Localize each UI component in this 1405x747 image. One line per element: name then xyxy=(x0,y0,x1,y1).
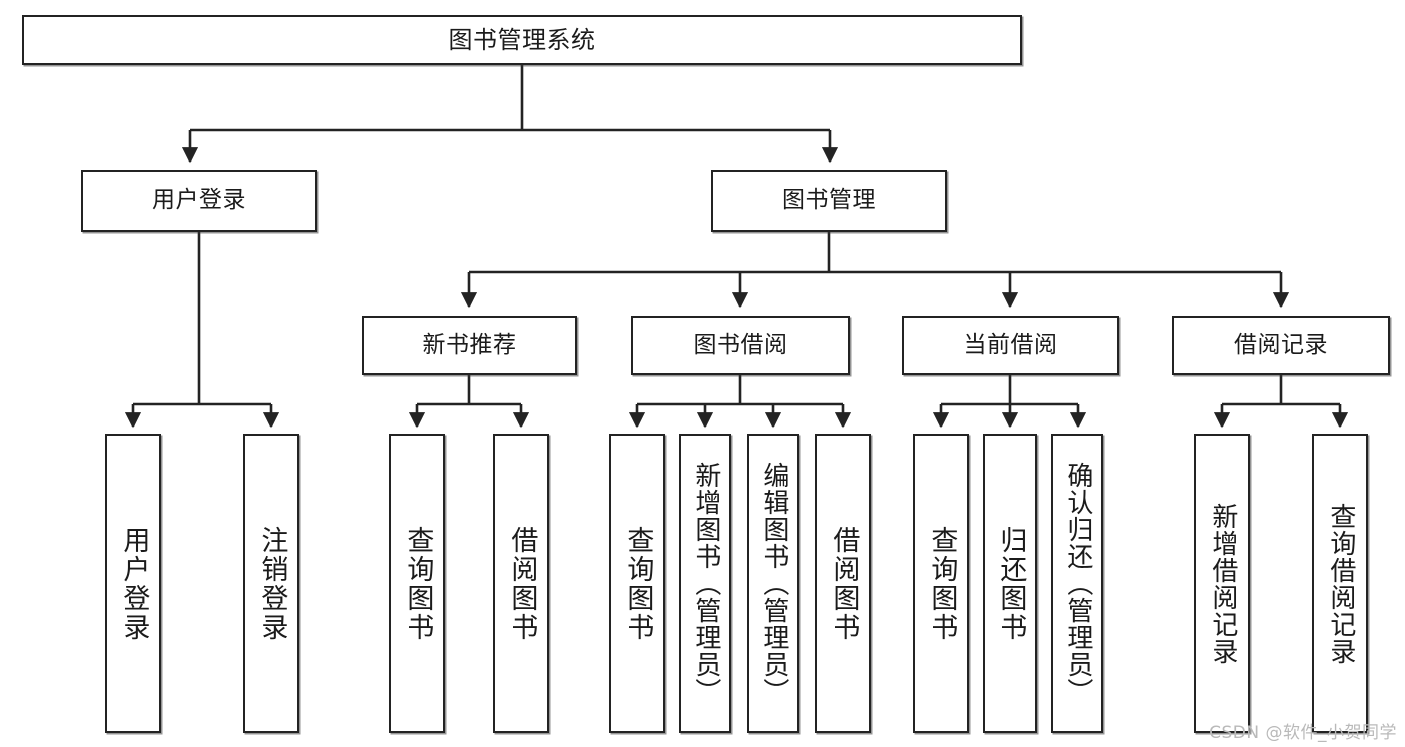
node-user-login[interactable]: 用户登录 xyxy=(81,170,317,232)
leaf-new-book-borrow[interactable]: 借阅图书 xyxy=(493,434,549,733)
node-label: 确认归还（管理员） xyxy=(1062,462,1093,705)
node-label: 归还图书 xyxy=(995,525,1027,642)
node-label: 注销登录 xyxy=(256,525,288,642)
node-label: 借阅图书 xyxy=(506,525,538,642)
node-label: 编辑图书（管理员） xyxy=(758,462,789,705)
node-label: 当前借阅 xyxy=(963,331,1058,358)
leaf-book-borrow-edit-admin[interactable]: 编辑图书（管理员） xyxy=(747,434,799,733)
node-label: 用户登录 xyxy=(152,187,246,214)
node-label: 图书管理 xyxy=(782,187,876,214)
csdn-watermark: CSDN @软件_小贺同学 xyxy=(1209,723,1397,743)
leaf-borrow-record-add[interactable]: 新增借阅记录 xyxy=(1194,434,1250,733)
leaf-current-borrow-query[interactable]: 查询图书 xyxy=(913,434,969,733)
leaf-new-book-query[interactable]: 查询图书 xyxy=(389,434,445,733)
node-label: 图书管理系统 xyxy=(448,25,596,54)
node-label: 查询图书 xyxy=(926,525,958,642)
node-new-book-recommend[interactable]: 新书推荐 xyxy=(362,316,577,375)
node-label: 新增借阅记录 xyxy=(1207,502,1238,665)
node-label: 新书推荐 xyxy=(422,331,517,358)
node-borrow-record[interactable]: 借阅记录 xyxy=(1172,316,1390,375)
node-label: 新增图书（管理员） xyxy=(690,462,721,705)
leaf-current-borrow-return[interactable]: 归还图书 xyxy=(983,434,1037,733)
node-label: 查询图书 xyxy=(402,525,434,642)
node-label: 图书借阅 xyxy=(693,331,788,358)
leaf-book-borrow-add-admin[interactable]: 新增图书（管理员） xyxy=(679,434,731,733)
node-book-management[interactable]: 图书管理 xyxy=(711,170,947,232)
leaf-user-login-logout[interactable]: 注销登录 xyxy=(243,434,299,733)
leaf-borrow-record-query[interactable]: 查询借阅记录 xyxy=(1312,434,1368,733)
node-root-book-management-system[interactable]: 图书管理系统 xyxy=(22,15,1022,65)
node-label: 查询图书 xyxy=(622,525,654,642)
leaf-book-borrow-borrow[interactable]: 借阅图书 xyxy=(815,434,871,733)
node-label: 查询借阅记录 xyxy=(1325,502,1356,665)
node-book-borrow[interactable]: 图书借阅 xyxy=(631,316,850,375)
node-label: 借阅记录 xyxy=(1234,331,1328,358)
node-label: 用户登录 xyxy=(118,525,150,642)
leaf-user-login-login[interactable]: 用户登录 xyxy=(105,434,161,733)
leaf-book-borrow-query[interactable]: 查询图书 xyxy=(609,434,665,733)
node-label: 借阅图书 xyxy=(828,525,860,642)
node-current-borrow[interactable]: 当前借阅 xyxy=(902,316,1119,375)
leaf-current-borrow-confirm-return-admin[interactable]: 确认归还（管理员） xyxy=(1051,434,1103,733)
